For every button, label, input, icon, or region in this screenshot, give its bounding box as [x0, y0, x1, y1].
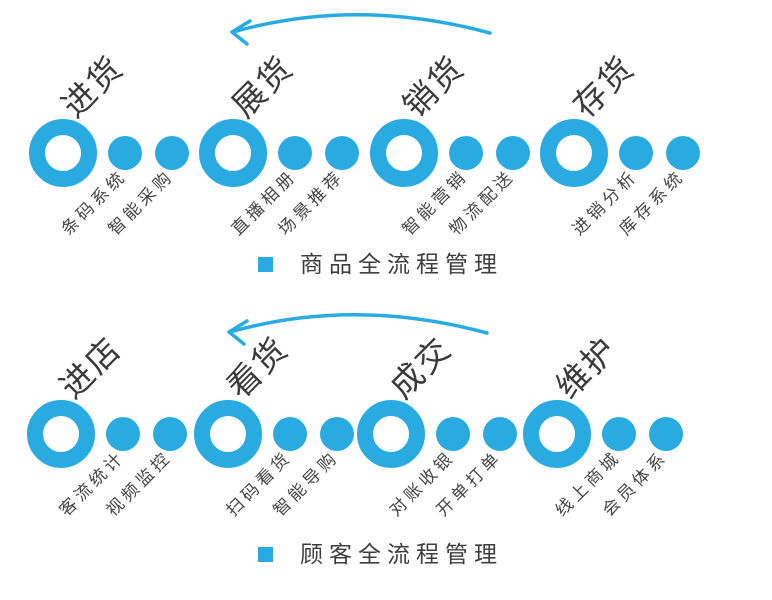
- feature-dot: [483, 417, 517, 451]
- legend-label: 顾客全流程管理: [300, 541, 503, 567]
- stage-title-text: 进货: [54, 48, 131, 125]
- legend-product-flow: 商品全流程管理: [258, 251, 503, 278]
- feature-dot: [602, 417, 636, 451]
- feature-dot: [436, 417, 470, 451]
- stage-ring-circle: [523, 400, 591, 468]
- feature-dot: [108, 136, 142, 170]
- stage-ring-circle: [29, 119, 97, 187]
- feature-dot: [320, 417, 354, 451]
- feature-dot: [496, 136, 530, 170]
- feature-dot: [155, 136, 189, 170]
- stage-ring-circle: [370, 119, 438, 187]
- feature-dot: [649, 417, 683, 451]
- feature-dot: [153, 417, 187, 451]
- legend-label: 商品全流程管理: [300, 251, 503, 277]
- cycle-arrow-icon: [227, 313, 489, 346]
- stage-ring-circle: [357, 400, 425, 468]
- stage-title-text: 销货: [395, 48, 472, 125]
- stage-ring-circle: [540, 119, 608, 187]
- feature-dot: [325, 136, 359, 170]
- stage-ring-circle: [194, 400, 262, 468]
- stage-ring-circle: [199, 119, 267, 187]
- legend-marker-icon: [258, 257, 273, 272]
- stage-ring-circle: [27, 400, 95, 468]
- cycle-arrow-icon: [230, 13, 492, 46]
- stage-title-text: 维护: [548, 329, 625, 406]
- feature-dot: [273, 417, 307, 451]
- stage-title-text: 进店: [52, 329, 129, 406]
- feature-dot: [449, 136, 483, 170]
- legend-customer-flow: 顾客全流程管理: [258, 541, 503, 568]
- stage-title-text: 展货: [224, 48, 301, 125]
- feature-dot: [666, 136, 700, 170]
- feature-dot: [619, 136, 653, 170]
- feature-dot: [278, 136, 312, 170]
- legend-marker-icon: [258, 547, 273, 562]
- feature-dot: [106, 417, 140, 451]
- stage-title-text: 存货: [565, 48, 642, 125]
